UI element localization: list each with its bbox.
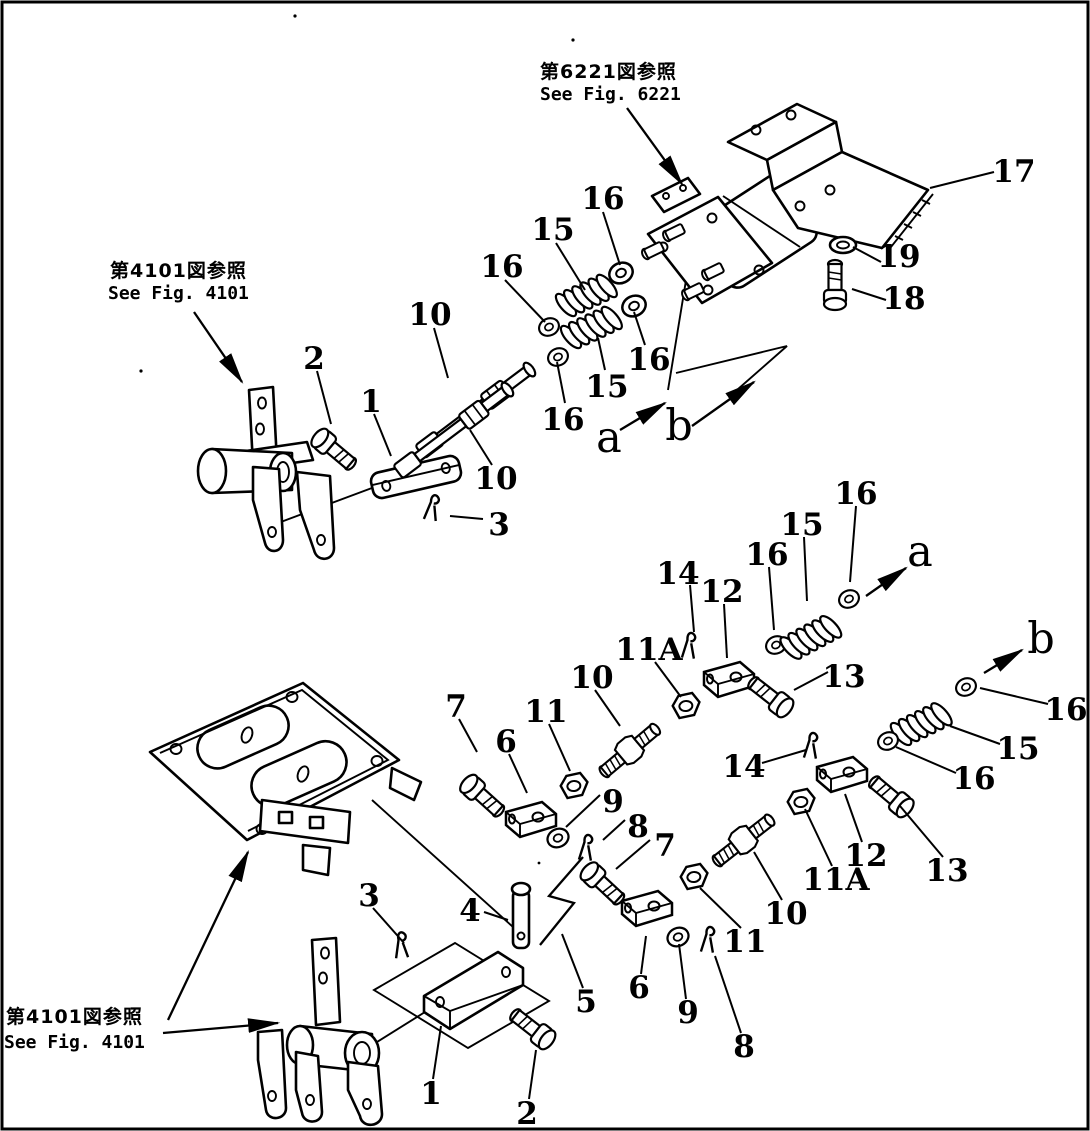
arrow-b-top [691,380,756,427]
callout-13: 13 [822,659,865,695]
arrow-to-lower-bracket [162,1018,281,1035]
arrow-a-right [865,566,908,597]
figure-references: 第6221図参照 See Fig. 6221 第4101図参照 See Fig.… [4,60,681,1053]
callout-6: 6 [495,724,517,760]
callout-12: 12 [700,574,743,610]
arrow-to-solenoid [626,107,684,186]
callout-9: 9 [677,995,699,1031]
callout-8: 8 [627,809,649,845]
callout-4: 4 [459,893,481,929]
link-1-upper [369,454,463,500]
callout-11A: 11A [802,862,870,898]
block-1-lower [422,950,525,1031]
pin-4 [510,881,532,950]
callout-12: 12 [844,838,887,874]
callout-13: 13 [925,853,968,889]
leader-lines [316,171,1049,1100]
washer-19 [828,235,858,255]
callout-11: 11 [723,924,766,960]
callout-16: 16 [581,181,624,217]
callout-3: 3 [358,878,380,914]
callout-11: 11 [524,694,567,730]
arrow-to-base-plate [166,849,250,1021]
ref-fig-4101-top-jp: 第4101図参照 [110,259,247,282]
callout-10: 10 [764,896,807,932]
callout-15: 15 [996,731,1039,767]
callout-15: 15 [531,212,574,248]
callout-16: 16 [541,402,584,438]
callout-15: 15 [585,369,628,405]
arrow-b-right [983,648,1024,674]
callout-2: 2 [516,1096,538,1131]
ref-fig-4101-top-en: See Fig. 4101 [108,283,249,304]
callout-16: 16 [952,761,995,797]
ref-fig-6221-en: See Fig. 6221 [540,84,681,105]
callout-16: 16 [745,537,788,573]
callout-14: 14 [656,556,699,592]
callout-2: 2 [303,341,325,377]
backing-plate-outline [372,941,551,1050]
callout-a: a [907,527,933,577]
callout-11A: 11A [615,632,683,668]
callout-16: 16 [480,249,523,285]
callout-10: 10 [474,461,517,497]
ref-fig-6221-jp: 第6221図参照 [540,60,677,83]
ref-fig-4101-bottom-jp: 第4101図参照 [6,1005,143,1028]
callout-16: 16 [834,476,877,512]
callout-3: 3 [488,507,510,543]
callout-1: 1 [420,1076,442,1112]
pedal-bracket-upper [196,385,336,561]
part-callouts: 16 15 16 16 15 16 17 19 18 a b 2 1 10 10… [303,154,1087,1131]
arrow-to-upper-bracket [193,311,244,384]
callout-14: 14 [722,749,765,785]
callout-16: 16 [627,342,670,378]
callout-6: 6 [628,970,650,1006]
mounting-bracket-17 [726,102,934,253]
callout-b: b [1027,614,1055,664]
callout-17: 17 [992,154,1035,190]
link-5 [539,856,584,946]
callout-b: b [665,401,693,451]
callout-7: 7 [445,689,467,725]
callout-18: 18 [882,281,925,317]
callout-5: 5 [575,984,597,1020]
pedal-bracket-lower [256,936,384,1127]
callout-10: 10 [408,297,451,333]
callout-1: 1 [360,384,382,420]
callout-19: 19 [877,239,920,275]
arrow-a-top [619,401,667,431]
reference-arrows [162,107,1024,1035]
callout-8: 8 [733,1029,755,1065]
callout-15: 15 [780,507,823,543]
callout-10: 10 [570,660,613,696]
callout-a: a [596,413,622,463]
callout-9: 9 [602,784,624,820]
callout-16: 16 [1044,692,1087,728]
callout-7: 7 [654,828,676,864]
base-plate [148,681,423,877]
ref-fig-4101-bottom-en: See Fig. 4101 [4,1032,145,1053]
